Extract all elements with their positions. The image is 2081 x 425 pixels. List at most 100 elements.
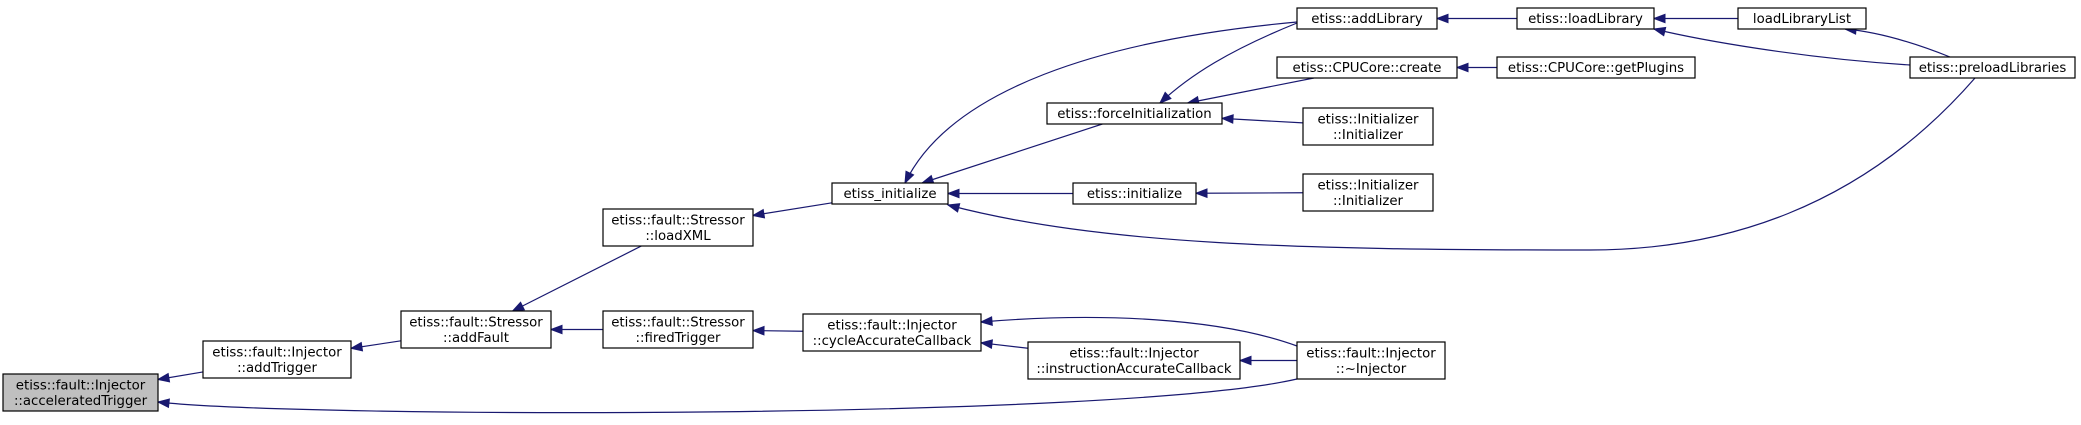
node-loadLibrary[interactable]: etiss::loadLibrary bbox=[1516, 7, 1655, 30]
node-box[interactable] bbox=[1302, 173, 1434, 212]
arrow-head-icon bbox=[549, 324, 563, 335]
edge-instrCb-to-cycleCb bbox=[979, 339, 1029, 350]
node-label: etiss::CPUCore::create bbox=[1293, 61, 1442, 76]
node-label: ::~Injector bbox=[1336, 362, 1407, 377]
node-addTrigger[interactable]: etiss::fault::Injector::addTrigger bbox=[202, 340, 352, 379]
edge-etissInit-to-loadXML bbox=[751, 202, 833, 219]
arrow-head-icon bbox=[946, 188, 960, 199]
edge-line bbox=[904, 21, 1298, 184]
arrow-head-icon bbox=[904, 170, 915, 185]
arrow-head-icon bbox=[920, 174, 935, 185]
node-box[interactable] bbox=[400, 310, 552, 349]
node-dtor[interactable]: etiss::fault::Injector::~Injector bbox=[1296, 341, 1446, 380]
edge-line bbox=[512, 245, 642, 312]
node-loadXML[interactable]: etiss::fault::Stressor::loadXML bbox=[602, 208, 754, 247]
node-box[interactable] bbox=[1027, 341, 1241, 380]
node-label: etiss::Initializer bbox=[1317, 178, 1419, 193]
node-box[interactable] bbox=[602, 310, 754, 349]
node-box[interactable] bbox=[831, 182, 949, 205]
node-instrCb[interactable]: etiss::fault::Injector::instructionAccur… bbox=[1027, 341, 1241, 380]
node-label: etiss::addLibrary bbox=[1311, 12, 1423, 27]
edge-addTrigger-to-accel bbox=[156, 371, 204, 383]
edge-loadLibrary-to-addLibrary bbox=[1435, 13, 1517, 24]
node-cycleCb[interactable]: etiss::fault::Injector::cycleAccurateCal… bbox=[802, 313, 982, 352]
arrow-head-icon bbox=[511, 301, 526, 312]
edge-initialize-to-etissInit bbox=[946, 188, 1073, 199]
arrow-head-icon bbox=[349, 341, 364, 352]
node-accel[interactable]: etiss::fault::Injector::acceleratedTrigg… bbox=[2, 373, 159, 412]
node-label: ::Initializer bbox=[1333, 194, 1404, 209]
node-label: etiss::fault::Injector bbox=[1069, 346, 1199, 361]
nodes-layer: etiss::fault::Injector::acceleratedTrigg… bbox=[2, 7, 2076, 412]
node-box[interactable] bbox=[1072, 182, 1197, 205]
edges-layer bbox=[156, 13, 1976, 414]
node-label: ::loadXML bbox=[645, 229, 711, 244]
edge-cycleCb-to-firedTrigger bbox=[751, 325, 804, 336]
node-box[interactable] bbox=[602, 208, 754, 247]
node-box[interactable] bbox=[1046, 102, 1223, 125]
node-box[interactable] bbox=[1516, 7, 1655, 30]
node-box[interactable] bbox=[1496, 56, 1696, 79]
node-initB[interactable]: etiss::Initializer::Initializer bbox=[1302, 173, 1434, 212]
node-box[interactable] bbox=[1737, 7, 1867, 30]
edge-loadXML-to-addFault bbox=[511, 245, 642, 312]
node-box[interactable] bbox=[1302, 107, 1434, 146]
node-initA[interactable]: etiss::Initializer::Initializer bbox=[1302, 107, 1434, 146]
edge-forceInit-to-etissInit bbox=[920, 123, 1103, 185]
arrow-head-icon bbox=[1220, 114, 1234, 124]
node-label: etiss::preloadLibraries bbox=[1919, 61, 2067, 76]
node-initialize[interactable]: etiss::initialize bbox=[1072, 182, 1197, 205]
arrow-head-icon bbox=[1652, 26, 1667, 37]
node-box[interactable] bbox=[1276, 56, 1458, 79]
edge-line bbox=[1221, 117, 1304, 124]
node-label: etiss::fault::Injector bbox=[212, 345, 342, 360]
arrow-head-icon bbox=[1158, 91, 1172, 104]
node-etissInit[interactable]: etiss_initialize bbox=[831, 182, 949, 205]
arrow-head-icon bbox=[1194, 188, 1208, 199]
node-firedTrigger[interactable]: etiss::fault::Stressor::firedTrigger bbox=[602, 310, 754, 349]
edge-firedTrigger-to-addFault bbox=[549, 324, 603, 335]
edge-preload-to-loadLibrary bbox=[1652, 26, 1911, 66]
node-label: etiss::fault::Stressor bbox=[611, 213, 745, 228]
edge-line bbox=[921, 123, 1103, 184]
node-label: etiss::Initializer bbox=[1317, 112, 1419, 127]
node-cpuCreate[interactable]: etiss::CPUCore::create bbox=[1276, 56, 1458, 79]
node-getPlugins[interactable]: etiss::CPUCore::getPlugins bbox=[1496, 56, 1696, 79]
node-loadLibraryList[interactable]: loadLibraryList bbox=[1737, 7, 1867, 30]
arrow-head-icon bbox=[156, 372, 171, 383]
node-label: ::addTrigger bbox=[237, 361, 317, 376]
node-box[interactable] bbox=[1909, 56, 2076, 79]
edge-getPlugins-to-cpuCreate bbox=[1455, 62, 1497, 73]
node-box[interactable] bbox=[1296, 341, 1446, 380]
node-label: etiss::fault::Injector bbox=[827, 318, 957, 333]
edge-preload-to-loadLibraryList bbox=[1843, 25, 1951, 58]
edge-line bbox=[1653, 28, 1911, 66]
node-box[interactable] bbox=[1296, 7, 1438, 30]
edge-line bbox=[1844, 28, 1951, 58]
node-label: etiss::loadLibrary bbox=[1528, 12, 1643, 27]
node-label: etiss_initialize bbox=[843, 187, 936, 202]
node-label: ::addFault bbox=[443, 331, 509, 346]
edge-dtor-to-cycleCb bbox=[979, 316, 1298, 347]
node-box[interactable] bbox=[2, 373, 159, 412]
node-box[interactable] bbox=[802, 313, 982, 352]
edge-dtor-to-accel bbox=[156, 378, 1298, 414]
arrow-head-icon bbox=[979, 316, 993, 326]
node-label: etiss::fault::Stressor bbox=[611, 315, 745, 330]
edge-line bbox=[1159, 22, 1298, 104]
node-preload[interactable]: etiss::preloadLibraries bbox=[1909, 56, 2076, 79]
arrow-head-icon bbox=[156, 398, 170, 409]
edge-addLibrary-to-etissInit bbox=[904, 21, 1298, 185]
edge-loadLibraryList-to-loadLibrary bbox=[1652, 13, 1738, 24]
node-box[interactable] bbox=[202, 340, 352, 379]
node-forceInit[interactable]: etiss::forceInitialization bbox=[1046, 102, 1223, 125]
edge-initB-to-initialize bbox=[1194, 188, 1304, 199]
node-addLibrary[interactable]: etiss::addLibrary bbox=[1296, 7, 1438, 30]
node-label: etiss::initialize bbox=[1087, 187, 1182, 202]
node-addFault[interactable]: etiss::fault::Stressor::addFault bbox=[400, 310, 552, 349]
edge-addFault-to-addTrigger bbox=[349, 340, 402, 352]
node-label: etiss::fault::Stressor bbox=[409, 315, 543, 330]
arrow-head-icon bbox=[1238, 355, 1252, 366]
edge-line bbox=[157, 378, 1298, 414]
